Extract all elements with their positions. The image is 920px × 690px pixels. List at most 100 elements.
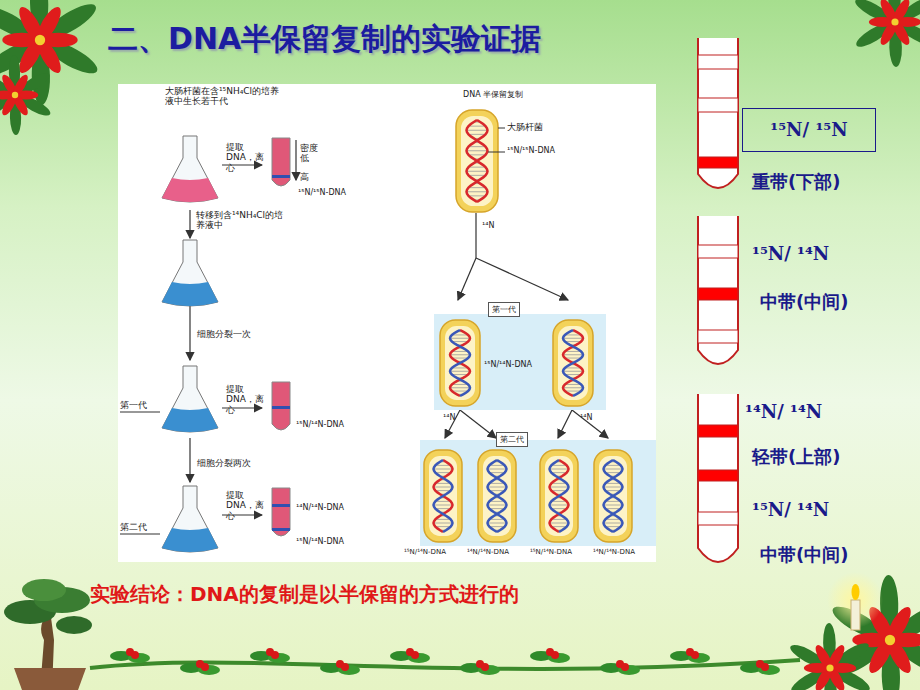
rect-shape [440,320,480,406]
base-pair [434,523,453,524]
node-text: 第一代 [492,305,516,314]
centrifuge-tube [272,488,290,536]
dna-strand [488,460,507,532]
figures [162,38,738,562]
dna-strand [434,460,453,532]
dna-band [698,512,738,525]
holly-berry [271,651,279,659]
figure-label: DNA 半保留复制 [463,90,523,99]
base-pair [469,175,486,176]
base-pair [550,505,569,506]
band-label: 重带(下部) [752,172,840,193]
dna-strand [488,460,507,532]
rect-shape [424,450,462,542]
base-pair [469,187,486,188]
node-text: 第二代 [500,435,524,444]
path-shape [272,138,290,186]
ellipse-shape [890,0,912,25]
path-shape [698,38,738,188]
holly-berry [761,663,769,671]
rect-shape [478,450,516,542]
rect-shape [483,456,511,536]
density-tube [698,394,738,562]
base-pair [467,150,488,151]
band-label: ¹⁴N/ ¹⁴N [745,402,822,423]
figure-label: 转移到含¹⁴NH₄Cl的培养液中 [196,210,292,231]
holly-berry [551,651,559,659]
base-pair [467,191,488,192]
base-pair [563,338,583,339]
base-pair [469,134,486,135]
dna-band [698,288,738,300]
figure-label: ¹⁵N/¹⁴N-DNA [404,548,446,556]
figure-label: 第一代 [120,400,147,410]
image-panel [118,84,656,562]
dna-band [698,470,738,481]
ellipse-shape [33,4,65,45]
rect-shape [558,326,588,400]
flask-medium [162,178,218,202]
figure-label: ¹⁴N [443,413,455,422]
ellipse-shape [825,643,847,671]
base-pair [488,487,507,488]
bacterium-cell [540,450,578,542]
base-pair [469,126,486,127]
holly-berry [621,663,629,671]
dna-strand [450,330,470,396]
base-pair [550,469,569,470]
poinsettia [0,55,53,135]
holly-berry [201,663,209,671]
flask-medium [162,408,218,432]
path-shape [698,394,738,562]
conclusion-text: 实验结论：DNA的复制是以半保留的方式进行的 [90,583,519,606]
bacterium-cell [553,320,593,406]
generation-box: 第二代 [496,432,528,447]
base-pair [563,387,583,388]
bacterium-cell [478,450,516,542]
band-label: ¹⁵N/ ¹⁴N [752,500,829,521]
culture-flask [162,366,218,432]
generation-box: 第一代 [488,302,520,317]
base-pair [563,354,583,355]
figure-label: ¹⁵N/¹⁴N-DNA [530,548,572,556]
generation-panel [420,440,656,546]
rect-shape [545,456,573,536]
process-arrows [120,140,296,534]
base-pair [488,523,507,524]
base-pair [450,371,470,372]
band-label: 中带(中间) [760,545,848,566]
holly-berry [341,663,349,671]
dna-band [272,406,290,409]
base-pair [469,195,486,196]
dna-band [698,55,738,69]
dna-strand [434,460,453,532]
dna-strand [450,330,470,396]
rect-shape [461,116,493,206]
holly-berry [131,651,139,659]
base-pair [488,505,507,506]
band-label: ¹⁵N/ ¹⁴N [752,244,829,265]
ellipse-shape [883,604,915,645]
base-pair [563,371,583,372]
bacterium-cell [440,320,480,406]
circle-shape [12,92,18,98]
flask-glass [162,136,218,202]
base-pair [488,469,507,470]
band-box: ¹⁵N/ ¹⁵N [742,108,876,152]
base-pair [467,171,488,172]
figure-label: ¹⁴N/¹⁴N-DNA [593,548,635,556]
figure-label: ¹⁴N [482,221,494,230]
holly-berry [411,651,419,659]
poinsettia [787,623,872,690]
holly-berry [481,663,489,671]
figure-label: 细胞分裂两次 [197,458,251,468]
base-pair [604,469,623,470]
base-pair [604,505,623,506]
base-pair [469,146,486,147]
culture-flask [162,240,218,306]
slide-title: 二、DNA半保留复制的实验证据 [108,22,541,57]
figure-label: 大肠杆菌在含¹⁵NH₄Cl的培养液中生长若干代 [165,86,287,107]
figure-label: ¹⁵N/¹⁴N-DNA [296,420,344,429]
rect-shape [553,320,593,406]
figure-label: 高 [300,172,309,182]
